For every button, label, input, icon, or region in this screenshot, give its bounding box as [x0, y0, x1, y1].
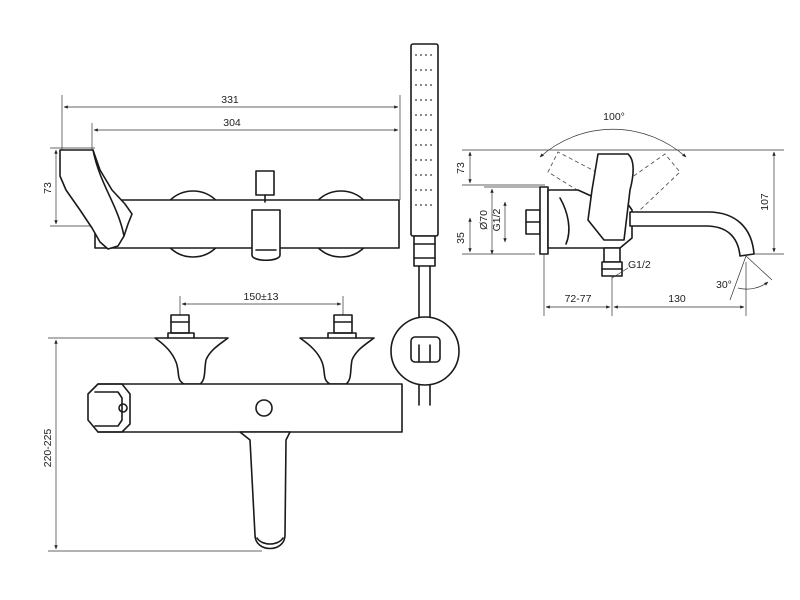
dimension-diameter-70: Ø70: [478, 186, 540, 255]
dimension-331-label: 331: [221, 94, 239, 106]
dimension-73-side-label: 73: [455, 162, 467, 174]
dimension-150-label: 150±13: [244, 291, 279, 303]
dimension-331: 331: [61, 94, 401, 200]
handle-position-left: [547, 151, 605, 199]
angle-100: 100°: [539, 111, 687, 158]
dimension-130: 130: [613, 262, 747, 316]
spout: [251, 209, 281, 262]
thread-lower-label: G1/2: [628, 259, 651, 271]
mixer-body: [94, 199, 400, 249]
dimension-304: 304: [91, 117, 399, 150]
side-view: 100° 73 107 35 Ø70: [455, 111, 784, 316]
dimension-72-77-label: 72-77: [565, 293, 592, 305]
dimension-73-left-label: 73: [42, 182, 54, 194]
diverter-knob: [255, 170, 275, 196]
dimension-72-77: 72-77: [543, 254, 613, 316]
front-view: 150±13 220-225: [42, 291, 403, 552]
side-rosette: [539, 186, 549, 255]
top-view: 331 304 73: [42, 43, 460, 406]
diverter-hole: [255, 399, 273, 417]
thread-upper-label: G1/2: [491, 208, 503, 231]
side-spout: [629, 211, 755, 257]
lever-handle: [59, 149, 133, 250]
front-mixer-body: [87, 383, 403, 433]
shower-nozzle-pattern: [415, 54, 432, 206]
dimension-diameter-70-label: Ø70: [478, 210, 490, 230]
hand-shower: [410, 43, 439, 267]
handle-position-right: [627, 153, 681, 211]
left-connector: [154, 314, 229, 385]
dimension-35: 35: [455, 217, 535, 255]
dimension-35-label: 35: [455, 232, 467, 244]
thread-upper: G1/2: [491, 201, 541, 243]
right-connector: [299, 314, 375, 385]
dimension-130-label: 130: [668, 293, 686, 305]
front-spout: [239, 431, 291, 550]
dimension-150: 150±13: [179, 291, 344, 318]
dimension-107: 107: [748, 151, 784, 255]
thread-lower: G1/2: [601, 247, 651, 279]
dimension-220-225-label: 220-225: [42, 429, 54, 468]
dimension-220-225: 220-225: [42, 337, 262, 552]
dimension-73-side: 73: [455, 151, 545, 186]
angle-30-label: 30°: [716, 279, 732, 291]
side-lever-handle: [587, 153, 634, 241]
angle-30: 30°: [716, 255, 773, 301]
wall-bracket: [390, 316, 460, 386]
angle-100-label: 100°: [603, 111, 625, 123]
dimension-304-label: 304: [223, 117, 241, 129]
dimension-107-label: 107: [759, 193, 771, 211]
